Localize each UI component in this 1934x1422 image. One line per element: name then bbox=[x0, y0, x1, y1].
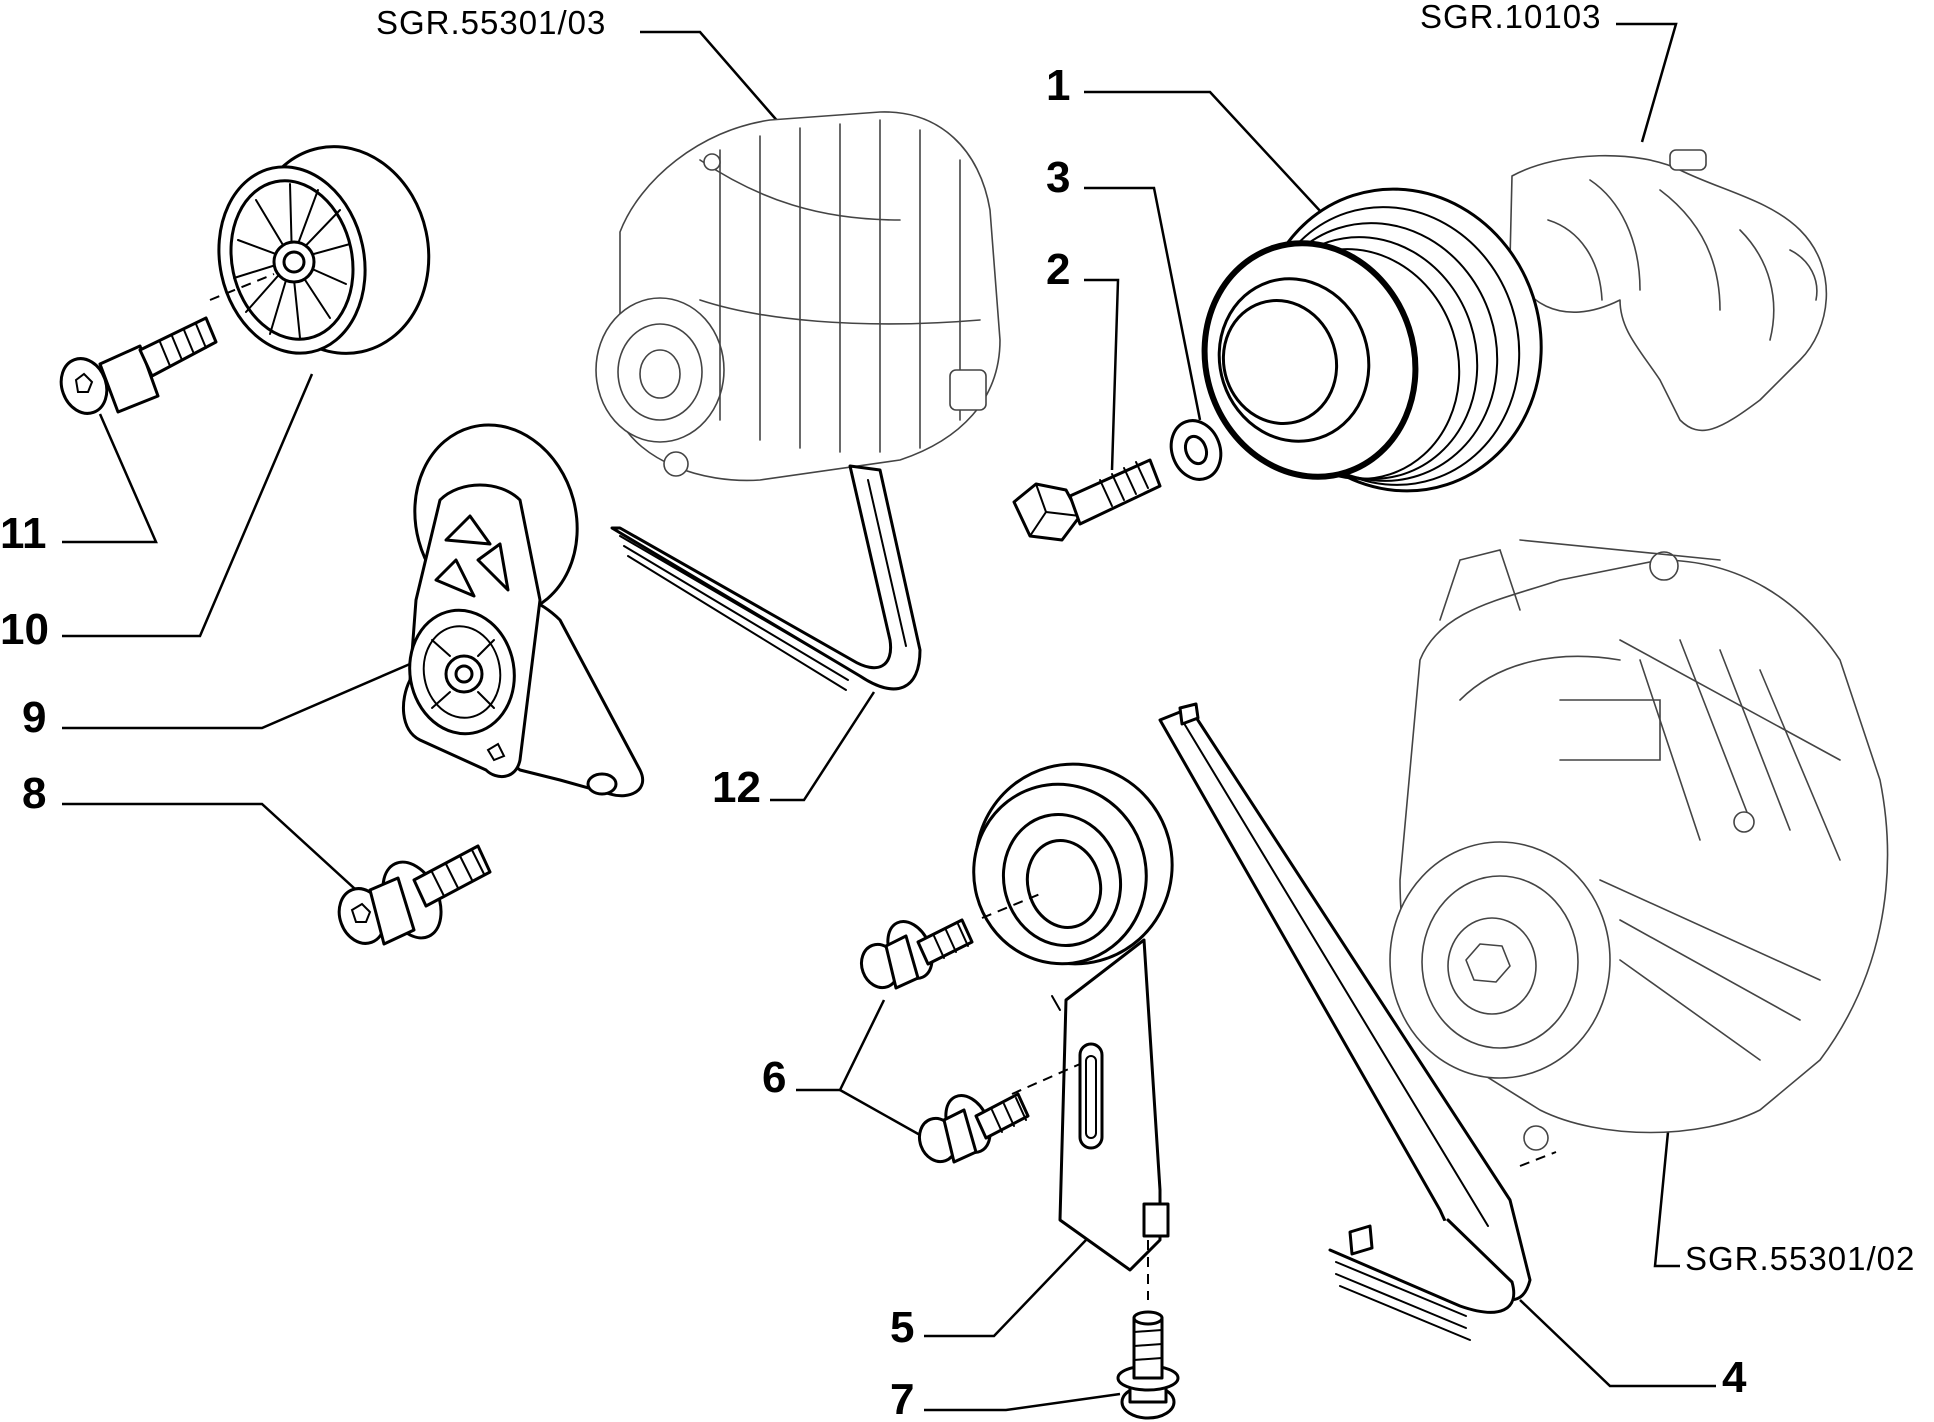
leader-7 bbox=[924, 1392, 1121, 1412]
tensioner-part-9 bbox=[401, 423, 645, 798]
leader-3 bbox=[1084, 186, 1202, 421]
callout-6: 6 bbox=[762, 1053, 786, 1102]
flanged-screw-part-8 bbox=[337, 844, 492, 946]
screw-part-6-upper bbox=[859, 918, 974, 990]
belt-part-12 bbox=[610, 464, 922, 691]
socket-screw-part-11 bbox=[59, 316, 218, 415]
crankshaft-pulley-part-1 bbox=[1201, 187, 1543, 493]
callout-3: 3 bbox=[1046, 153, 1070, 202]
alternator-bottom-drawing bbox=[1389, 539, 1889, 1151]
callout-1: 1 bbox=[1046, 61, 1070, 110]
callout-10: 10 bbox=[0, 605, 49, 654]
callout-12: 12 bbox=[712, 763, 761, 812]
leader-11 bbox=[62, 413, 158, 544]
washer-part-3 bbox=[1169, 419, 1223, 481]
leader-10 bbox=[62, 373, 314, 638]
callout-2: 2 bbox=[1046, 245, 1070, 294]
ref-label-bottom-alternator: SGR.55301/02 bbox=[1685, 1240, 1915, 1277]
belt-part-4 bbox=[1158, 702, 1557, 1341]
ref-label-top-alternator: SGR.55301/03 bbox=[376, 4, 606, 41]
callout-11: 11 bbox=[0, 509, 47, 558]
alternator-top-drawing bbox=[595, 111, 1001, 482]
ref-leader-bottom-alternator bbox=[1653, 1131, 1680, 1268]
leader-5 bbox=[924, 1239, 1087, 1338]
callout-8: 8 bbox=[22, 769, 46, 818]
leader-12 bbox=[770, 691, 876, 802]
screw-part-6-lower bbox=[917, 1092, 1030, 1164]
leader-9 bbox=[62, 662, 411, 730]
engine-block-drawing bbox=[1509, 149, 1828, 432]
screw-part-7 bbox=[1116, 1310, 1180, 1420]
ref-leader-engine-block bbox=[1616, 22, 1678, 143]
callout-4: 4 bbox=[1722, 1353, 1747, 1402]
leader-2 bbox=[1084, 278, 1120, 471]
leader-1 bbox=[1084, 90, 1335, 227]
idler-bracket-part-5 bbox=[972, 762, 1174, 1300]
callout-9: 9 bbox=[22, 693, 46, 742]
idler-pulley-part-10 bbox=[209, 145, 431, 355]
leader-8 bbox=[62, 802, 379, 911]
hex-bolt-part-2 bbox=[1012, 458, 1162, 542]
callout-7: 7 bbox=[890, 1375, 914, 1422]
callout-5: 5 bbox=[890, 1303, 914, 1352]
ref-leader-top-alternator bbox=[640, 30, 781, 125]
ref-label-engine-block: SGR.10103 bbox=[1420, 0, 1601, 35]
leader-6a bbox=[796, 999, 886, 1092]
leader-4 bbox=[1519, 1299, 1716, 1388]
